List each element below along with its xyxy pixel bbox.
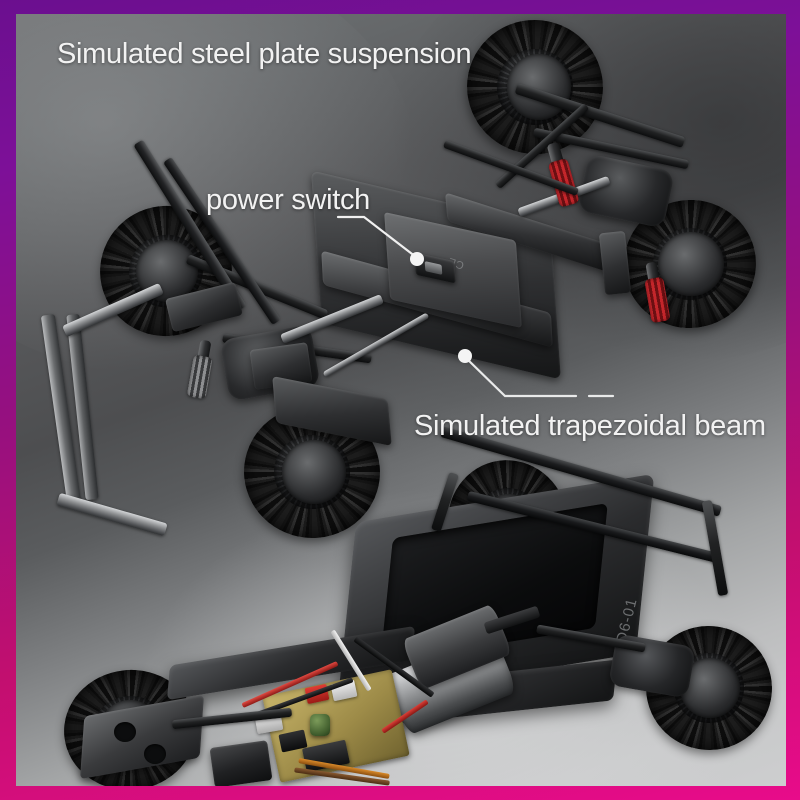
capacitor-green (310, 714, 330, 736)
upper-chassis-assembly: CE (16, 14, 786, 554)
wheel-rear-left (237, 399, 387, 545)
callout-label-trapezoidal-beam: Simulated trapezoidal beam (414, 410, 766, 442)
skid-hole-1 (114, 722, 136, 742)
callout-label-power-switch: power switch (206, 184, 371, 216)
steering-servo (209, 740, 273, 786)
shock-front-left (186, 339, 216, 405)
wheel-rear-right (615, 191, 765, 337)
product-photo: CE (16, 14, 786, 786)
skid-hole-2 (144, 744, 166, 764)
callout-label-suspension: Simulated steel plate suspension (57, 38, 472, 70)
lower-chassis-assembly: D6-01 (16, 414, 786, 786)
